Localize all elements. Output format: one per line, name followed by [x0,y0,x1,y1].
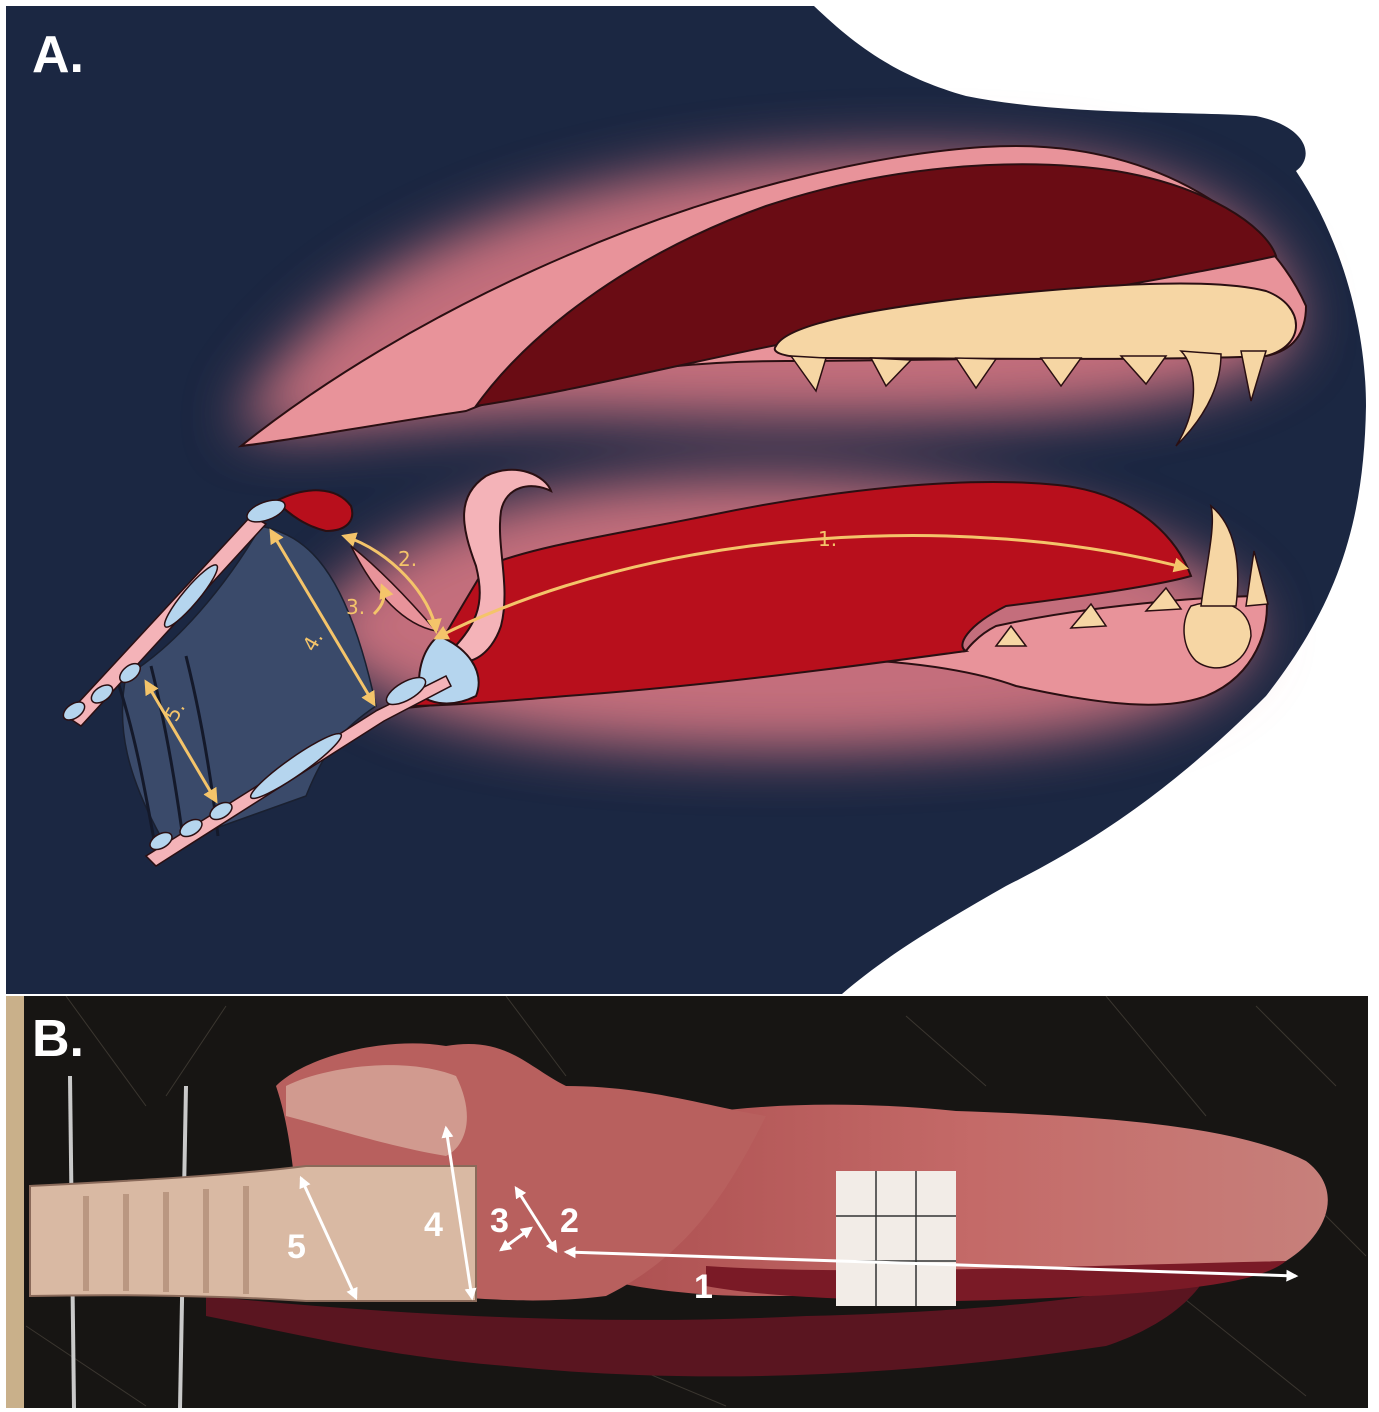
panel-a-illustration: 1. 2. 3. 4. 5. A. [6,6,1368,994]
panel-b-label: B. [32,1010,84,1068]
measure-4-label-b: 4 [424,1206,443,1244]
measure-5-label-b: 5 [287,1228,306,1266]
measure-3-label-b: 3 [490,1202,509,1240]
measure-1-label-a: 1. [818,527,837,551]
panel-b-photograph: 1 2 3 4 5 B. [6,996,1368,1408]
measure-1-label-b: 1 [694,1268,713,1306]
trachea-specimen [30,1166,476,1301]
measure-3-label-a: 3. [346,595,365,619]
grid-scale-card [836,1171,956,1306]
panel-a-label: A. [32,26,84,84]
measure-2-label-b: 2 [560,1202,579,1240]
measure-2-label-a: 2. [398,547,417,571]
